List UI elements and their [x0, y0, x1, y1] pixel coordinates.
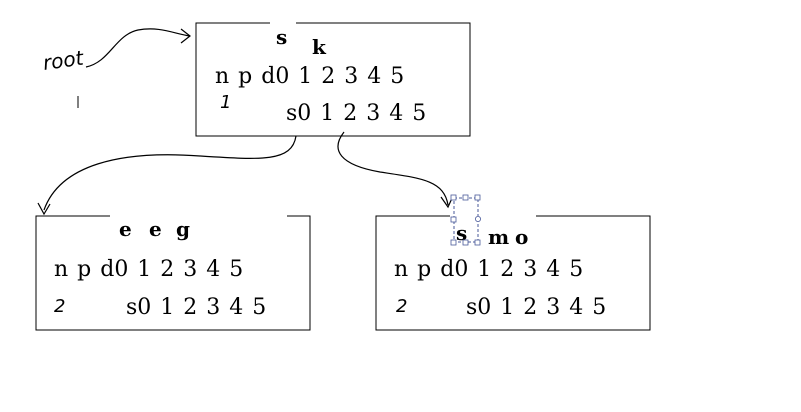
root-node: s k n p d0 1 2 3 4 5 1 s0 1 2 3 4 5 — [195, 22, 471, 137]
selection-handle-br[interactable] — [474, 239, 481, 246]
left-key-3: g — [176, 217, 190, 241]
left-row-slots: s0 1 2 3 4 5 — [126, 295, 266, 320]
left-key-2: e — [149, 217, 162, 241]
selection-frame[interactable] — [450, 194, 481, 246]
selection-handle-mr[interactable] — [474, 215, 481, 222]
root-label: root — [41, 45, 86, 75]
selection-handle-ml[interactable] — [450, 216, 457, 223]
root-pointer-arrow — [85, 28, 191, 68]
right-key-2: m — [488, 225, 509, 249]
right-node-border — [375, 215, 651, 331]
root-count: 1 — [220, 92, 231, 113]
right-row-header: n p d0 1 2 3 4 5 — [394, 257, 583, 282]
selection-handle-tr[interactable] — [474, 194, 481, 201]
right-child-node: s m o n p d0 1 2 3 4 5 2 s0 1 2 3 4 5 — [375, 194, 651, 331]
selection-handle-bl[interactable] — [450, 239, 457, 246]
root-to-right-arrow — [337, 131, 449, 206]
root-row-slots: s0 1 2 3 4 5 — [286, 101, 426, 126]
root-to-left-arrowhead — [37, 202, 51, 216]
selection-handle-tm[interactable] — [462, 194, 469, 201]
right-row-slots: s0 1 2 3 4 5 — [466, 295, 606, 320]
selection-handle-tl[interactable] — [450, 194, 457, 201]
left-child-node: e e g n p d0 1 2 3 4 5 2 s0 1 2 3 4 5 — [35, 215, 311, 331]
right-key-3: o — [515, 225, 528, 249]
left-node-border — [35, 215, 311, 331]
left-count: 2 — [54, 296, 65, 317]
root-key-2: k — [312, 35, 327, 59]
root-node-border — [195, 22, 471, 137]
root-row-header: n p d0 1 2 3 4 5 — [215, 64, 404, 89]
left-key-1: e — [119, 217, 132, 241]
right-count: 2 — [396, 296, 407, 317]
root-to-left-arrow — [43, 135, 297, 211]
root-key-1: s — [276, 25, 287, 49]
root-pointer-arrowhead — [180, 28, 191, 44]
right-key-1: s — [456, 221, 467, 245]
left-row-header: n p d0 1 2 3 4 5 — [54, 257, 243, 282]
selection-handle-bm[interactable] — [462, 239, 469, 246]
